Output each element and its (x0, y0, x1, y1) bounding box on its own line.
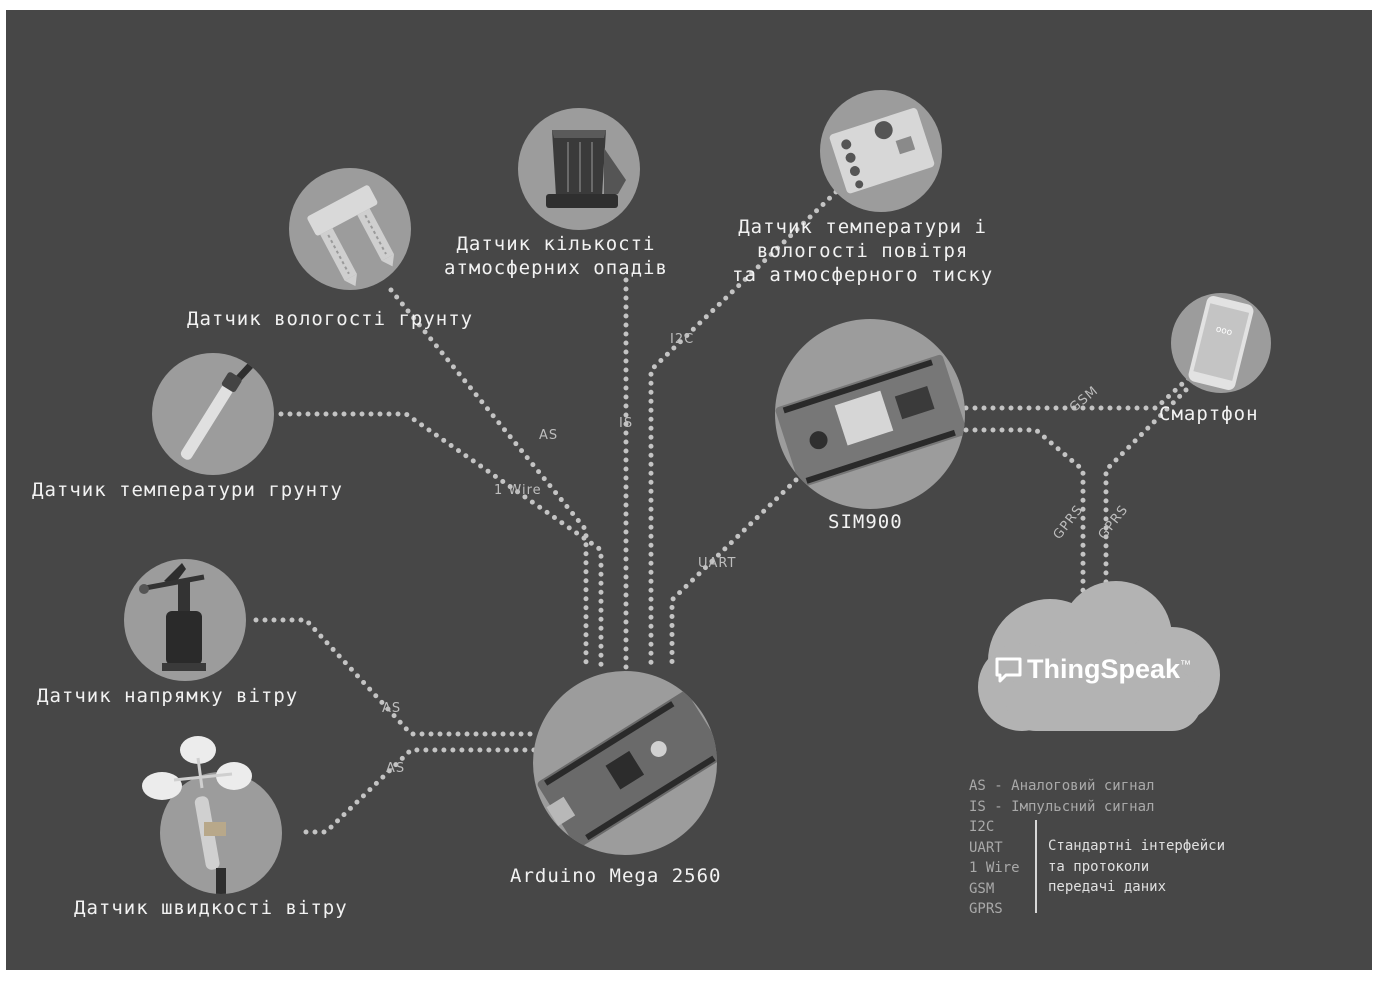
air-temp-label: Датчик температури і вологості повітря т… (732, 215, 993, 287)
rain-gauge-node (518, 108, 640, 230)
wire-gprs-2 (1103, 387, 1189, 598)
wind-dir-label: Датчик напрямку вітру (37, 685, 299, 707)
wind-speed-label: Датчик швидкості вітру (74, 897, 348, 919)
protocol-label-as-soil: AS (539, 428, 559, 443)
connection-wires (253, 189, 1209, 835)
legend-description-line: Стандартні інтерфейси (1048, 838, 1226, 854)
sim900-board-icon (775, 354, 965, 488)
legend-line: UART (969, 839, 1003, 856)
legend-line: AS - Аналоговий сигнал (969, 778, 1155, 794)
temperature-probe-icon (180, 353, 265, 460)
arduino-label: Arduino Mega 2560 (510, 865, 722, 887)
anemometer-icon (194, 796, 226, 894)
legend-bracket (1035, 820, 1037, 913)
rain-label: Датчик кількості атмосферних опадів (444, 232, 668, 280)
legend-description-line: передачі даних (1048, 879, 1167, 895)
legend-line: 1 Wire (969, 860, 1020, 876)
protocol-label-uart: UART (698, 556, 737, 571)
wire-gprs-1 (963, 427, 1086, 598)
protocol-label-i2c: I2C (670, 332, 695, 347)
air-temp-label-line-3: та атмосферного тиску (732, 264, 994, 286)
smartphone-icon: ooo (1188, 295, 1254, 391)
wire-soil-moisture (388, 287, 589, 673)
svg-text:ooo: ooo (1215, 325, 1234, 339)
sim900-label: SIM900 (828, 511, 903, 533)
rain-label-line-2: атмосферних опадів (444, 257, 668, 279)
thingspeak-wordmark: ThingSpeak (1027, 654, 1181, 684)
protocol-label-as-speed: AS (386, 761, 406, 776)
wind-vane-icon (139, 563, 206, 671)
air-temp-node (820, 90, 942, 212)
thingspeak-logo-text: ThingSpeak™ (1027, 654, 1191, 685)
arduino-node (533, 671, 717, 855)
bme280-board-icon (829, 108, 935, 194)
diagram-canvas: I2C IS AS 1 Wire UART GSM GPRS GPRS AS A… (6, 10, 1372, 970)
legend-line: GSM (969, 880, 995, 897)
protocol-label-one-wire: 1 Wire (494, 483, 542, 498)
wire-wind-speed (303, 747, 539, 835)
air-temp-label-line-1: Датчик температури і (738, 216, 987, 238)
legend-line: GPRS (969, 901, 1003, 917)
protocol-label-is: IS (619, 416, 634, 431)
soil-temp-node (152, 353, 274, 475)
rain-gauge-icon (546, 130, 626, 208)
wire-soil-temp (278, 411, 604, 673)
wire-air-temp (648, 189, 839, 673)
legend: AS - Аналоговий сигнал IS - Імпульсний с… (969, 776, 1154, 920)
soil-moisture-probe-icon (307, 185, 395, 287)
smartphone-label: Смартфон (1159, 403, 1259, 425)
soil-moisture-node (289, 168, 411, 290)
thingspeak-cloud (978, 581, 1220, 731)
anemometer-cups (142, 736, 252, 800)
legend-line: I2C (969, 819, 995, 835)
soil-moisture-label: Датчик вологості грунту (187, 308, 474, 330)
smartphone-node: ooo (1171, 293, 1271, 393)
thingspeak-trademark: ™ (1180, 659, 1192, 671)
legend-description: Стандартні інтерфейси та протоколи перед… (1048, 836, 1225, 898)
air-temp-label-line-2: вологості повітря (756, 240, 969, 262)
wind-speed-node (160, 772, 282, 894)
wire-wind-dir (253, 617, 539, 737)
arduino-board-icon (537, 691, 717, 848)
wire-uart (669, 477, 799, 673)
sim900-node (775, 319, 965, 509)
rain-label-line-1: Датчик кількості (456, 233, 656, 255)
legend-line: IS - Імпульсний сигнал (969, 798, 1155, 815)
protocol-label-as-dir: AS (382, 701, 402, 716)
wind-dir-node (124, 559, 246, 681)
chat-bubble-icon (995, 657, 1022, 683)
soil-temp-label: Датчик температури грунту (32, 479, 343, 501)
legend-description-line: та протоколи (1048, 858, 1150, 875)
